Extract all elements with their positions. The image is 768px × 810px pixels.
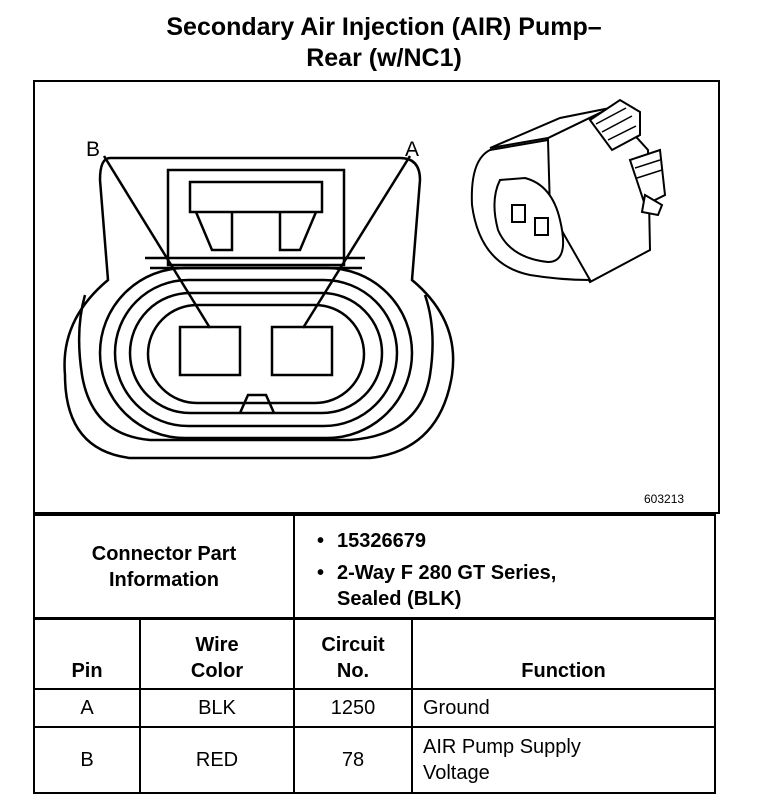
- pin-a-label: A: [405, 138, 420, 161]
- cell-function: AIR Pump Supply Voltage: [411, 726, 716, 794]
- connector-diagram-frame: [33, 80, 720, 514]
- pin-table: Pin Wire Color Circuit No. Function A BL…: [33, 617, 716, 794]
- header-circuit-no: Circuit No.: [293, 617, 413, 690]
- pin-b-label: B: [86, 138, 101, 161]
- header-wire-color: Wire Color: [139, 617, 295, 690]
- cell-wire: BLK: [139, 688, 295, 728]
- cell-function: Ground: [411, 688, 716, 728]
- header-function: Function: [411, 617, 716, 690]
- cell-circuit: 78: [293, 726, 413, 794]
- header-pin: Pin: [33, 617, 141, 690]
- connector-series: 2-Way F 280 GT Series, Sealed (BLK): [309, 560, 714, 612]
- cell-wire: RED: [139, 726, 295, 794]
- diagram-title: Secondary Air Injection (AIR) Pump– Rear…: [0, 12, 768, 74]
- figure-id: 603213: [644, 492, 685, 506]
- connector-part-label: Connector Part Information: [33, 514, 295, 620]
- table-row: B RED 78 AIR Pump Supply Voltage: [33, 726, 716, 794]
- cell-pin: B: [33, 726, 141, 794]
- title-line-2: Rear (w/NC1): [306, 44, 462, 72]
- connector-part-number: 15326679: [309, 528, 714, 554]
- connector-info-table: Connector Part Information 15326679 2-Wa…: [33, 514, 716, 620]
- table-row: A BLK 1250 Ground: [33, 688, 716, 728]
- title-line-1: Secondary Air Injection (AIR) Pump–: [166, 13, 602, 41]
- pin-table-header: Pin Wire Color Circuit No. Function: [33, 617, 716, 690]
- cell-circuit: 1250: [293, 688, 413, 728]
- connector-part-details: 15326679 2-Way F 280 GT Series, Sealed (…: [293, 514, 716, 620]
- cell-pin: A: [33, 688, 141, 728]
